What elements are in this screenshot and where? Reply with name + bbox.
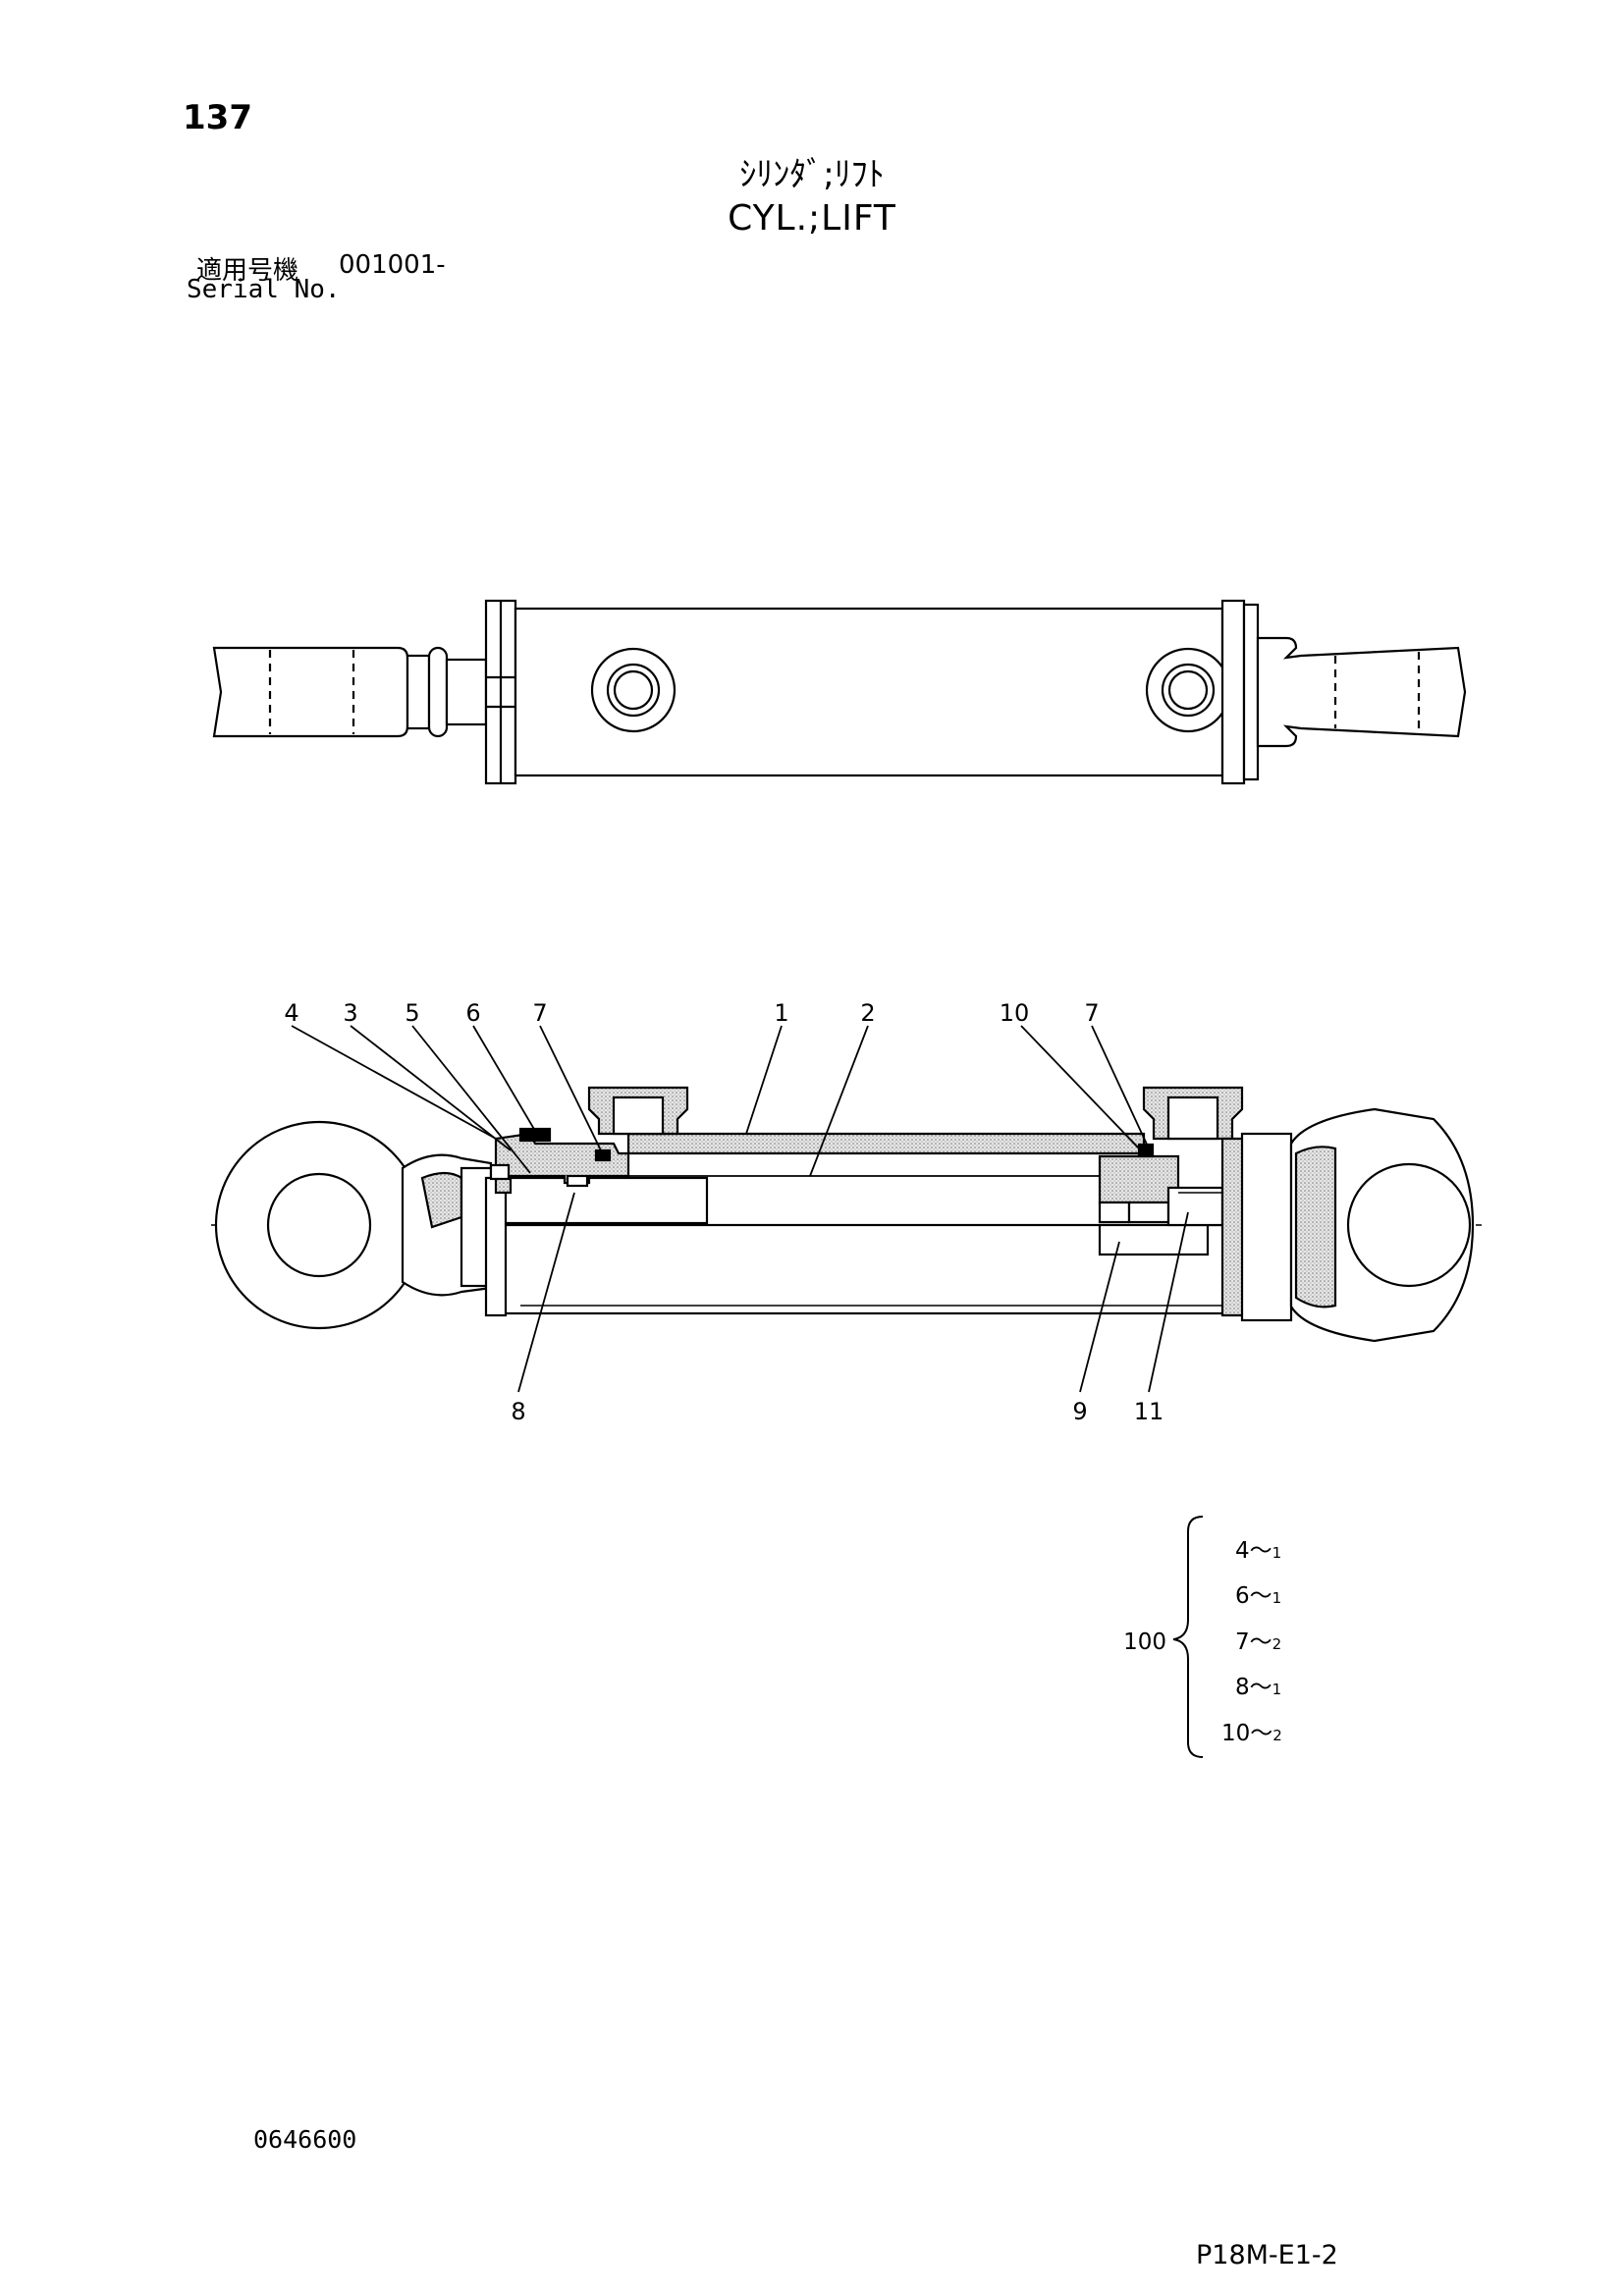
kit-sep: ～ [1250,1583,1272,1609]
callout-label: 2 [860,999,875,1027]
callout-label: 8 [511,1398,525,1425]
kit-sep: ～ [1250,1675,1272,1700]
svg-text:4～1: 4～1 [1235,1538,1281,1564]
seal-kit-list: 100 4～1 6～1 7～2 8～1 10～2 [1123,1516,1282,1758]
svg-text:8～1: 8～1 [1235,1675,1281,1700]
callout-leaders [291,1025,1189,1393]
callout-label: 7 [1084,999,1099,1027]
callout-label: 11 [1134,1398,1164,1425]
svg-text:10～2: 10～2 [1221,1721,1282,1746]
kit-number: 100 [1123,1629,1166,1655]
cylinder-section-view [211,1086,1483,1343]
kit-qty: 2 [1272,1635,1282,1653]
title-english: CYL.;LIFT [728,198,896,239]
kit-qty: 2 [1272,1727,1282,1744]
kit-sep: ～ [1250,1721,1272,1746]
serial-range: 001001- [339,250,446,280]
kit-qty: 1 [1272,1681,1282,1698]
document-number: 0646600 [253,2125,357,2154]
svg-text:6～1: 6～1 [1235,1583,1281,1609]
callout-label: 10 [1000,999,1030,1027]
kit-sep: ～ [1250,1629,1272,1655]
callout-label: 1 [774,999,788,1027]
kit-sep: ～ [1250,1538,1272,1564]
drawing-code: P18M-E1-2 [1196,2240,1338,2270]
kit-part: 6 [1235,1583,1250,1609]
callout-label: 6 [465,999,480,1027]
page-number: 137 [183,98,252,137]
callout-label: 7 [532,999,547,1027]
kit-qty: 1 [1272,1589,1282,1607]
cylinder-exterior-view [212,599,1467,785]
kit-qty: 1 [1272,1544,1282,1562]
callout-label: 5 [405,999,419,1027]
kit-part: 10 [1221,1721,1250,1746]
kit-part: 8 [1235,1675,1250,1700]
callout-label: 4 [284,999,298,1027]
serial-label-english: Serial No. [187,275,341,304]
kit-part: 7 [1235,1629,1250,1655]
brace [1172,1516,1204,1758]
title-japanese: ｼﾘﾝﾀﾞ;ﾘﾌﾄ [739,155,885,194]
callout-label: 9 [1072,1398,1087,1425]
callout-label: 3 [343,999,357,1027]
svg-text:7～2: 7～2 [1235,1629,1281,1655]
callout-labels: 4 3 5 6 7 1 2 10 7 8 9 11 [284,999,1164,1425]
kit-part: 4 [1235,1538,1250,1564]
serial-label-japanese: 適用号機 [196,256,299,286]
